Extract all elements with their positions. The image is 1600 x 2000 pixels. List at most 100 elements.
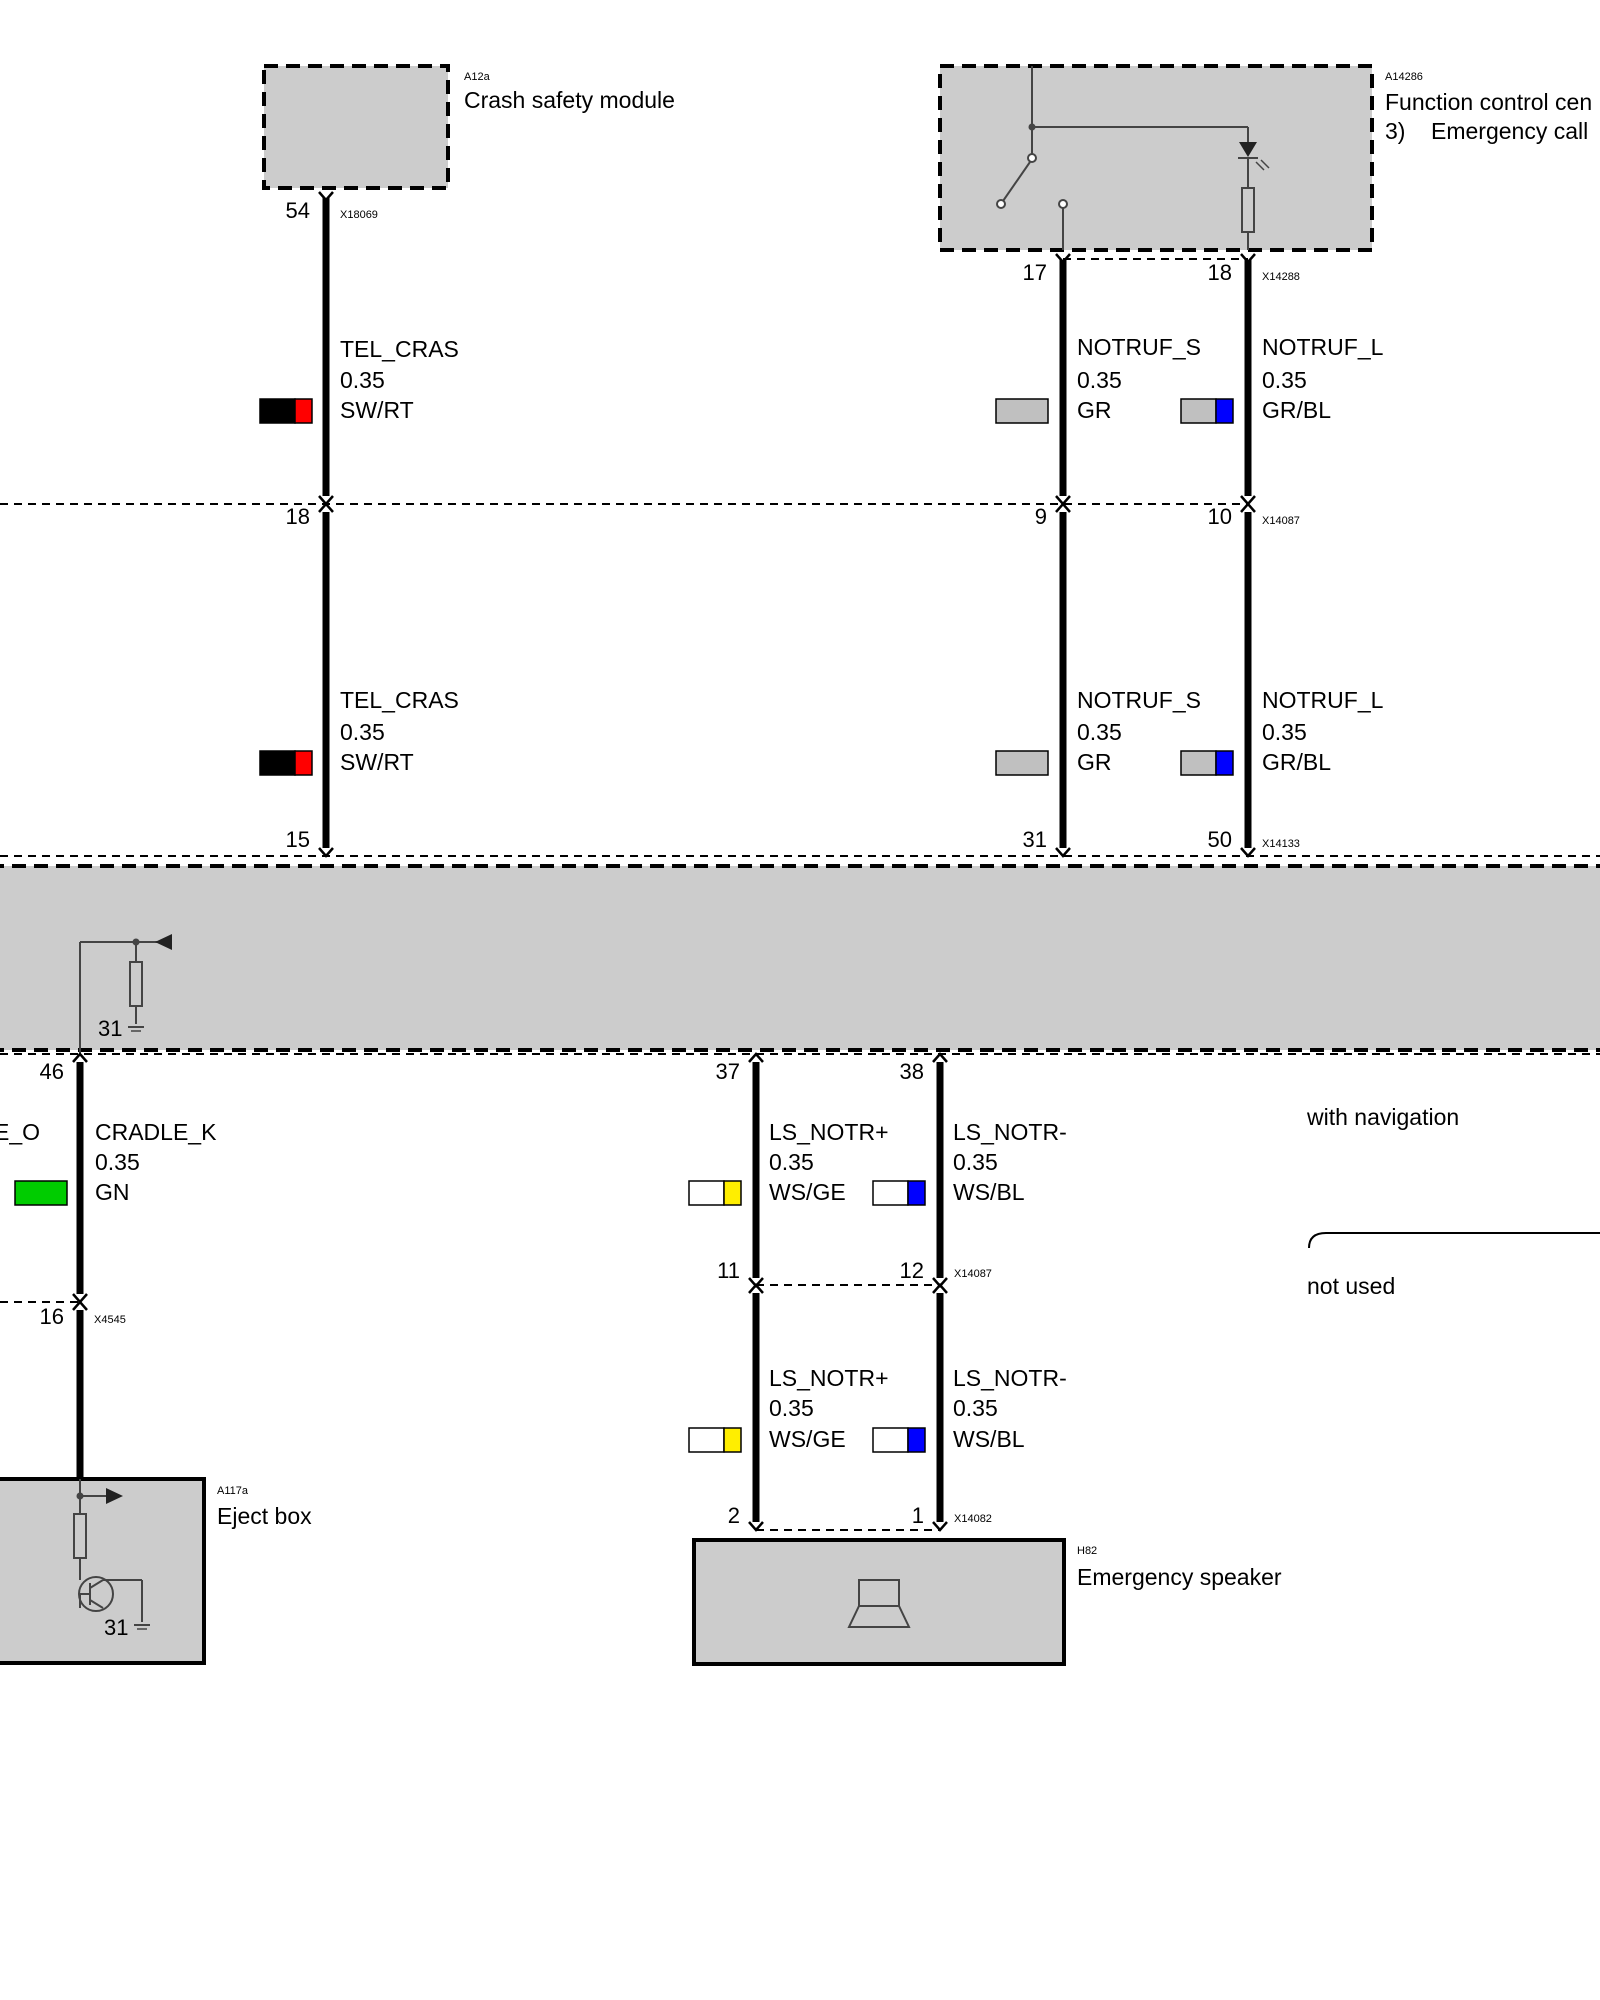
cradle-input-circuit: 31 [79,934,172,1054]
main-unit: 31 [0,864,1600,1054]
note-not-used: not used [1307,1273,1395,1299]
svg-text:NOTRUF_S: NOTRUF_S [1077,687,1201,713]
pin-1: 1 [912,1503,924,1528]
wire-label-ls-notr-minus-lower: LS_NOTR- 0.35 WS/BL [872,1365,1067,1453]
function-control-id: A14286 [1385,71,1423,83]
svg-text:0.35: 0.35 [95,1149,140,1175]
svg-text:0.35: 0.35 [953,1395,998,1421]
wire-label-notruf-l-lower: NOTRUF_L 0.35 GR/BL [1180,687,1384,776]
wire-label-notruf-s-lower: NOTRUF_S 0.35 GR [995,687,1201,776]
emergency-speaker: H82 Emergency speaker [692,1538,1282,1666]
svg-text:NOTRUF_L: NOTRUF_L [1262,687,1384,713]
pin-18-top: 18 [1208,260,1232,285]
connector-ids: X18069 X14288 X14087 X14133 X4545 X14087… [94,209,1300,1525]
crash-safety-module: A12a Crash safety module [262,64,675,190]
connector-x14082: X14082 [954,1513,992,1525]
variant-notes: with navigation not used [1306,1104,1600,1299]
pin-46: 46 [40,1059,64,1084]
pin-37: 37 [716,1059,740,1084]
connector-x14133: X14133 [1262,838,1300,850]
output-arrow-icon [106,1488,123,1504]
svg-text:0.35: 0.35 [1077,719,1122,745]
svg-text:WS/GE: WS/GE [769,1426,846,1452]
neighbor-wire-label-partial: E_O [0,1119,40,1145]
wire-label-ls-notr-minus-upper: LS_NOTR- 0.35 WS/BL [872,1119,1067,1206]
led-indicator-icon [1238,127,1270,250]
svg-text:SW/RT: SW/RT [340,397,414,423]
svg-text:0.35: 0.35 [769,1395,814,1421]
pin-numbers: 54 17 18 18 9 10 15 31 50 46 37 38 16 11… [40,198,1232,1528]
pin-18: 18 [286,504,310,529]
eject-box-id: A117a [217,1485,249,1497]
emergency-call-switch-circuit [996,66,1248,250]
note-with-navigation: with navigation [1306,1104,1459,1130]
connector-x14087-lower: X14087 [954,1268,992,1280]
svg-text:TEL_CRAS: TEL_CRAS [340,687,459,713]
pin-2: 2 [728,1503,740,1528]
speaker-id: H82 [1077,1545,1097,1557]
svg-text:0.35: 0.35 [769,1149,814,1175]
svg-text:GN: GN [95,1179,130,1205]
pin-9: 9 [1035,504,1047,529]
svg-text:WS/GE: WS/GE [769,1179,846,1205]
svg-text:TEL_CRAS: TEL_CRAS [340,336,459,362]
pin-38: 38 [900,1059,924,1084]
svg-text:GR: GR [1077,749,1112,775]
pin-50: 50 [1208,827,1232,852]
function-control-center: A14286 Function control cen 3) Emergency… [938,64,1592,252]
function-control-note: 3) Emergency call [1385,118,1588,144]
svg-text:SW/RT: SW/RT [340,749,414,775]
pin-12: 12 [900,1258,924,1283]
connector-x14087: X14087 [1262,515,1300,527]
svg-text:0.35: 0.35 [340,719,385,745]
svg-text:NOTRUF_L: NOTRUF_L [1262,334,1384,360]
svg-text:WS/BL: WS/BL [953,1426,1025,1452]
crash-module-name: Crash safety module [464,87,675,113]
svg-text:GR/BL: GR/BL [1262,749,1331,775]
terminal-marks [72,191,1256,1532]
pin-17: 17 [1023,260,1047,285]
connector-x18069: X18069 [340,209,378,221]
svg-text:0.35: 0.35 [1262,719,1307,745]
transistor-icon [78,1576,150,1630]
function-control-name: Function control cen [1385,89,1592,115]
svg-text:WS/BL: WS/BL [953,1179,1025,1205]
wire-label-cradle-k: E_O CRADLE_K 0.35 GN [0,1119,217,1206]
wire-label-notruf-s-upper: NOTRUF_S 0.35 GR [995,334,1201,424]
connector-boundaries [0,258,1600,1531]
crash-module-id: A12a [464,71,491,83]
svg-text:0.35: 0.35 [1262,367,1307,393]
pin-11: 11 [717,1258,740,1283]
svg-text:GR/BL: GR/BL [1262,397,1331,423]
connector-x14288: X14288 [1262,271,1300,283]
main-unit-ground: 31 [98,1016,122,1041]
wire-label-ls-notr-plus-upper: LS_NOTR+ 0.35 WS/GE [688,1119,889,1206]
speaker-icon [847,1579,911,1628]
pin-31: 31 [1023,827,1047,852]
pin-15: 15 [286,827,310,852]
svg-text:CRADLE_K: CRADLE_K [95,1119,217,1145]
svg-text:LS_NOTR-: LS_NOTR- [953,1119,1067,1145]
pin-54: 54 [286,198,310,223]
wire-segments [76,198,1252,1522]
connector-x4545: X4545 [94,1314,126,1326]
speaker-name: Emergency speaker [1077,1564,1282,1590]
wire-label-tel-cras-lower: TEL_CRAS 0.35 SW/RT [259,687,459,776]
wire-label-notruf-l-upper: NOTRUF_L 0.35 GR/BL [1180,334,1384,424]
svg-text:LS_NOTR+: LS_NOTR+ [769,1365,889,1391]
eject-box-ground: 31 [104,1615,128,1640]
svg-text:0.35: 0.35 [953,1149,998,1175]
pin-10: 10 [1208,504,1232,529]
svg-text:LS_NOTR+: LS_NOTR+ [769,1119,889,1145]
wire-label-tel-cras-upper: TEL_CRAS 0.35 SW/RT [259,336,459,424]
svg-text:0.35: 0.35 [1077,367,1122,393]
svg-text:LS_NOTR-: LS_NOTR- [953,1365,1067,1391]
pin-16: 16 [40,1304,64,1329]
svg-text:GR: GR [1077,397,1112,423]
eject-box-name: Eject box [217,1503,312,1529]
variant-bracket [1308,1232,1600,1249]
svg-text:NOTRUF_S: NOTRUF_S [1077,334,1201,360]
eject-box: 31 A117a Eject box [0,1477,312,1665]
wire-label-ls-notr-plus-lower: LS_NOTR+ 0.35 WS/GE [688,1365,889,1453]
